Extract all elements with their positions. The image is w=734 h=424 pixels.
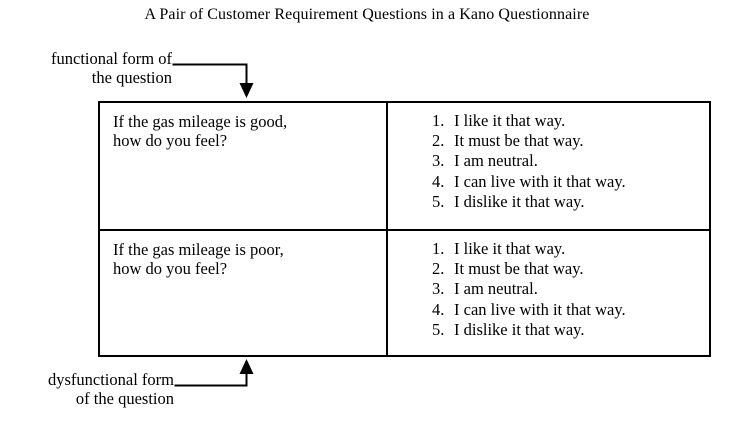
answer-option[interactable]: 1. I like it that way.	[432, 239, 709, 259]
answers-cell-functional: 1. I like it that way. 2. It must be that …	[388, 103, 709, 229]
question-line-1: If the gas mileage is poor,	[113, 240, 284, 259]
functional-form-callout-line-2: the question	[91, 68, 172, 87]
answer-option[interactable]: 4. I can live with it that way.	[432, 300, 709, 320]
answers-cell-dysfunctional: 1. I like it that way. 2. It must be that …	[388, 231, 709, 355]
question-text: If the gas mileage is good, how do you f…	[113, 112, 386, 150]
answer-number: 5.	[432, 191, 445, 211]
dysfunctional-form-callout-line-1: dysfunctional form	[47, 370, 174, 389]
table-row-dysfunctional: If the gas mileage is poor, how do you f…	[100, 229, 709, 355]
answer-number: 3.	[432, 279, 445, 299]
answer-label: I can live with it that way.	[454, 299, 626, 319]
answer-label: It must be that way.	[454, 259, 584, 279]
answer-number: 1.	[432, 239, 445, 258]
answer-option[interactable]: 4. I can live with it that way.	[432, 172, 709, 192]
table-row-functional: If the gas mileage is good, how do you f…	[100, 103, 709, 229]
answer-number: 4.	[432, 171, 445, 191]
functional-form-leader-arrow	[172, 63, 254, 98]
answer-label: I like it that way.	[454, 239, 566, 258]
arrowhead-up-icon	[239, 359, 254, 374]
question-cell-dysfunctional: If the gas mileage is poor, how do you f…	[100, 231, 388, 355]
answer-option[interactable]: 5. I dislike it that way.	[432, 320, 709, 340]
answer-number: 2.	[432, 259, 445, 279]
answer-list: 1. I like it that way. 2. It must be that …	[432, 239, 709, 340]
question-text: If the gas mileage is poor, how do you f…	[113, 240, 386, 278]
question-line-1: If the gas mileage is good,	[113, 112, 288, 131]
functional-form-callout-label: functional form of the question	[0, 49, 172, 87]
answer-label: I dislike it that way.	[454, 319, 585, 339]
answer-label: I am neutral.	[454, 279, 538, 299]
question-cell-functional: If the gas mileage is good, how do you f…	[100, 103, 388, 229]
answer-label: I dislike it that way.	[454, 191, 585, 211]
answer-label: I am neutral.	[454, 151, 538, 171]
dysfunctional-form-leader-arrow	[174, 359, 254, 387]
answer-list: 1. I like it that way. 2. It must be that …	[432, 111, 709, 212]
answer-option[interactable]: 2. It must be that way.	[432, 259, 709, 279]
functional-form-callout-line-1: functional form of	[51, 49, 172, 68]
answer-number: 4.	[432, 299, 445, 319]
answer-option[interactable]: 3. I am neutral.	[432, 151, 709, 171]
answer-option[interactable]: 2. It must be that way.	[432, 131, 709, 151]
question-line-2: how do you feel?	[113, 259, 228, 278]
answer-number: 5.	[432, 319, 445, 339]
figure-title: A Pair of Customer Requirement Questions…	[144, 6, 590, 23]
dysfunctional-form-callout-line-2: of the question	[75, 389, 174, 408]
answer-number: 2.	[432, 131, 445, 151]
question-line-2: how do you feel?	[113, 131, 228, 150]
dysfunctional-form-callout-label: dysfunctional form of the question	[0, 370, 174, 408]
arrowhead-down-icon	[239, 83, 254, 98]
answer-label: I like it that way.	[454, 111, 566, 130]
answer-label: It must be that way.	[454, 131, 584, 151]
answer-option[interactable]: 3. I am neutral.	[432, 279, 709, 299]
answer-number: 3.	[432, 151, 445, 171]
answer-label: I can live with it that way.	[454, 171, 626, 191]
kano-questionnaire-table: If the gas mileage is good, how do you f…	[98, 101, 711, 357]
answer-option[interactable]: 1. I like it that way.	[432, 111, 709, 131]
answer-option[interactable]: 5. I dislike it that way.	[432, 192, 709, 212]
answer-number: 1.	[432, 111, 445, 130]
